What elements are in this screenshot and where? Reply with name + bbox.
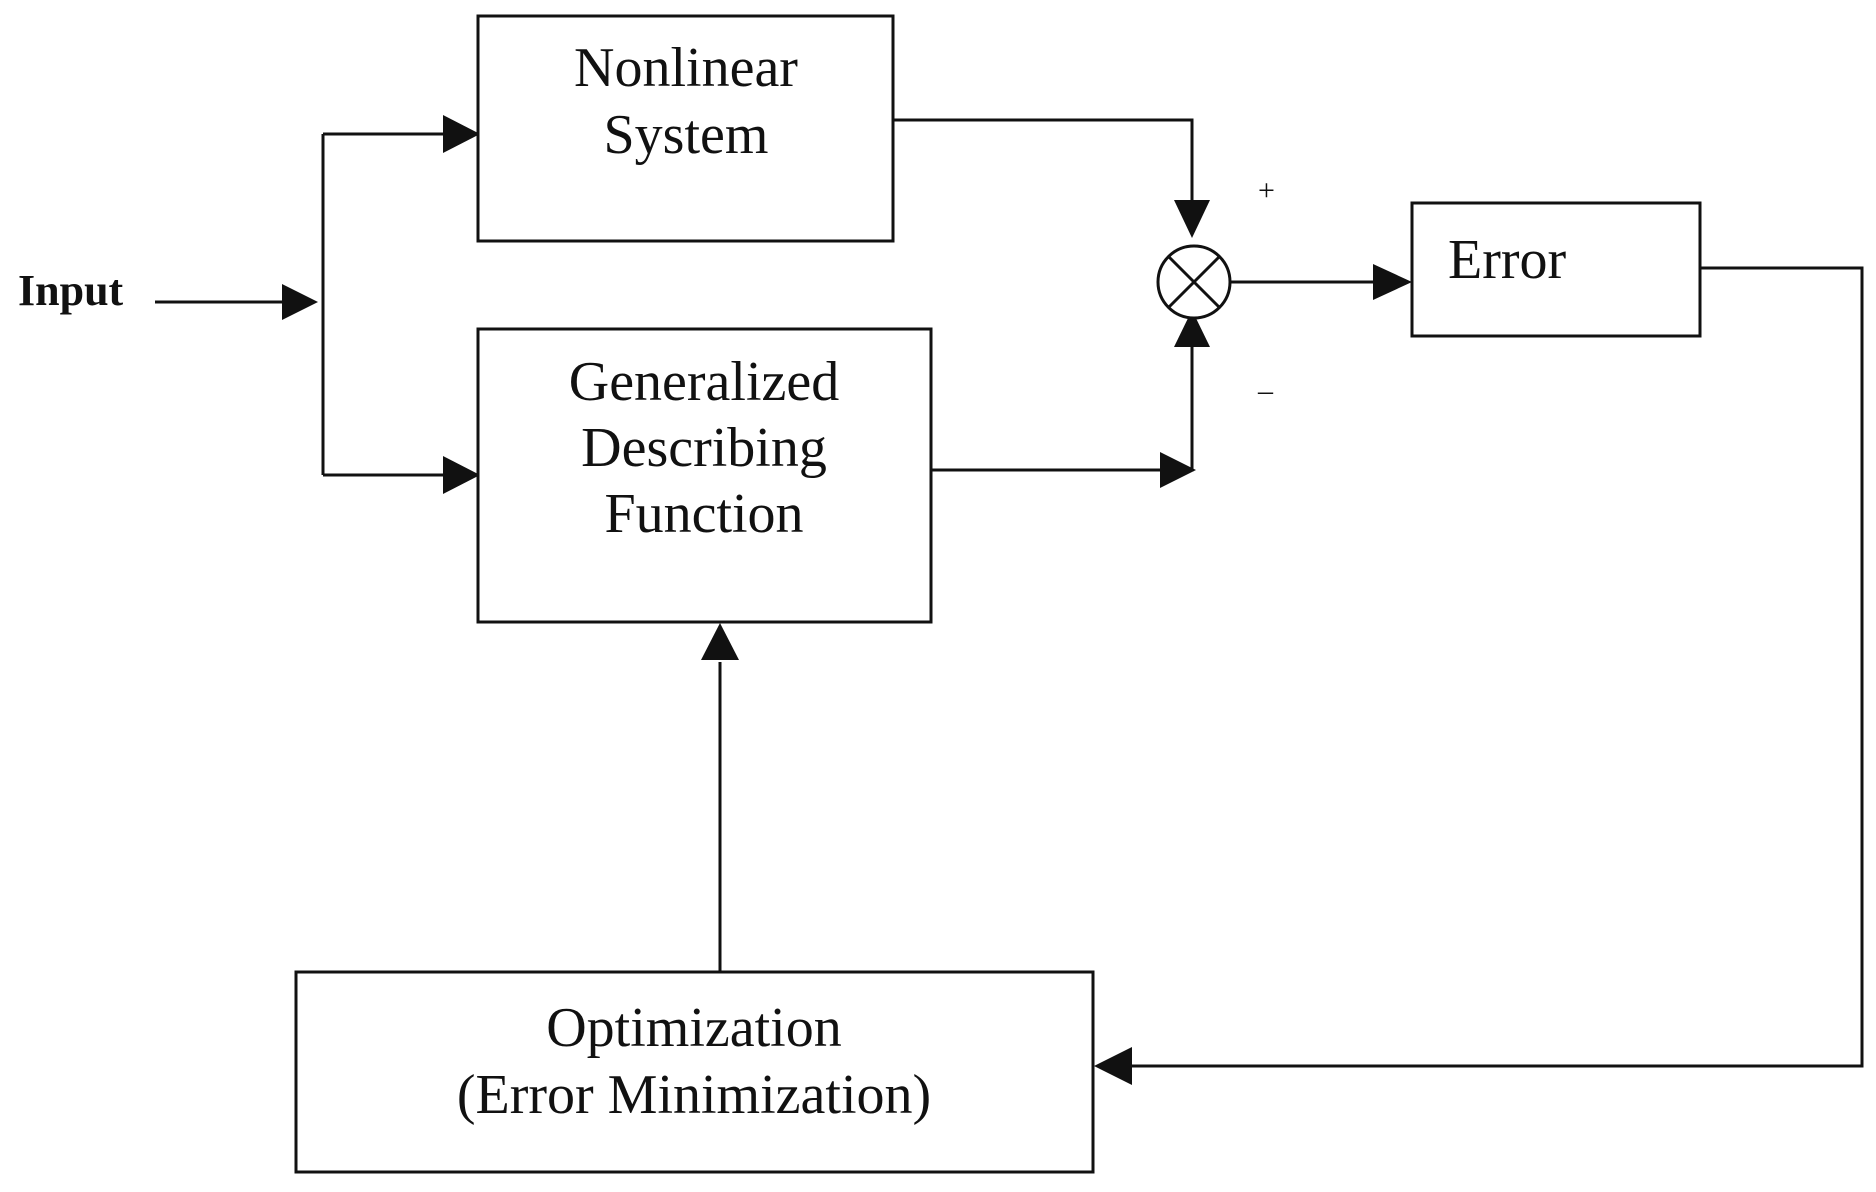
describing-function-label-line-3: Function bbox=[604, 483, 803, 545]
describing-function-box bbox=[476, 327, 933, 624]
input-arrowhead bbox=[282, 284, 318, 320]
input-label: Input bbox=[18, 266, 124, 315]
nonlinear-system-block: Nonlinear System bbox=[476, 14, 895, 243]
nonlinear-system-label-line-1: Nonlinear bbox=[574, 37, 798, 99]
describing-function-label-line-1: Generalized bbox=[569, 351, 839, 413]
error-feedback-line bbox=[1128, 266, 1864, 1068]
error-input-arrowhead bbox=[1373, 264, 1412, 300]
optimization-label-line-2: (Error Minimization) bbox=[457, 1064, 931, 1126]
optimization-box bbox=[294, 970, 1095, 1174]
nonlinear-system-box bbox=[476, 14, 895, 243]
error-box bbox=[1410, 201, 1702, 338]
error-label: Error bbox=[1448, 229, 1567, 291]
optimization-input-arrowhead bbox=[1094, 1047, 1132, 1085]
plus-sign: + bbox=[1258, 174, 1275, 207]
optimization-output-arrowhead bbox=[701, 623, 739, 660]
error-block: Error bbox=[1410, 201, 1702, 338]
summing-junction: + – bbox=[1156, 174, 1275, 407]
minus-input-arrowhead bbox=[1174, 310, 1210, 347]
describing-function-block: Generalized Describing Function bbox=[476, 327, 933, 624]
optimization-label-line-1: Optimization bbox=[546, 997, 842, 1059]
nonlinear-system-label-line-2: System bbox=[604, 104, 769, 166]
describing-output-arrowhead bbox=[1160, 452, 1196, 488]
describing-input-arrowhead bbox=[443, 456, 480, 494]
describing-function-label-line-2: Describing bbox=[581, 417, 827, 479]
describing-output-line bbox=[931, 347, 1194, 472]
nonlinear-input-arrowhead bbox=[443, 115, 480, 153]
arrowheads bbox=[282, 115, 1412, 1085]
minus-sign: – bbox=[1257, 374, 1274, 407]
plus-input-arrowhead bbox=[1174, 200, 1210, 238]
nonlinear-output-line bbox=[893, 118, 1194, 200]
summing-junction-cross-2 bbox=[1167, 255, 1221, 309]
optimization-block: Optimization (Error Minimization) bbox=[294, 970, 1095, 1174]
